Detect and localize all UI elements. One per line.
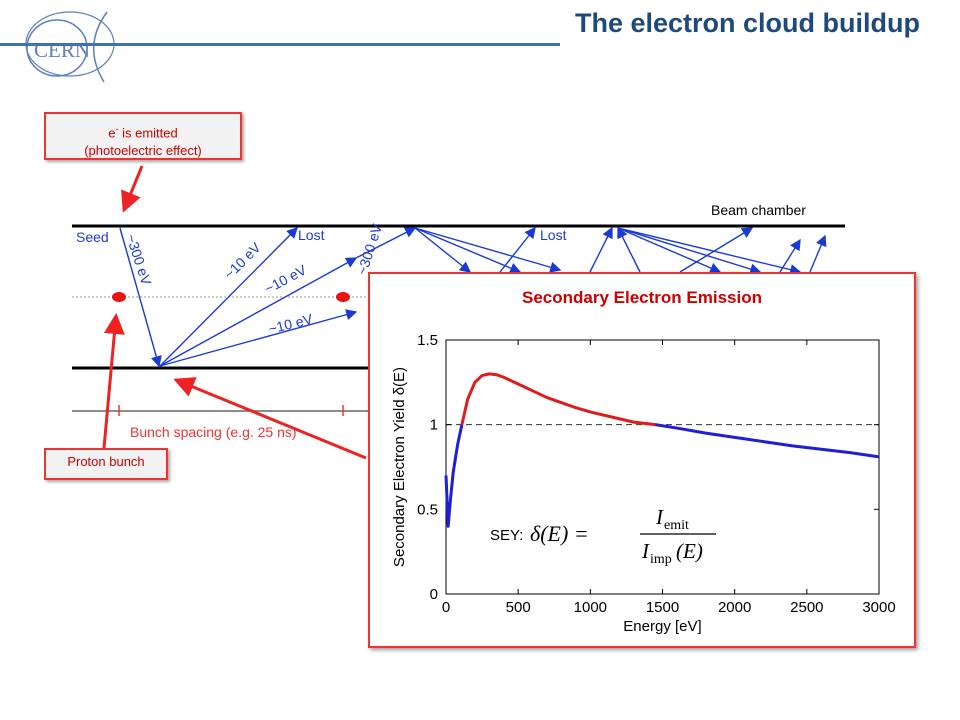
inset-title: Secondary Electron Emission: [522, 288, 762, 307]
trajectory-10: [617, 226, 641, 273]
proton-bunch-2: [336, 292, 350, 302]
x-tick-label-2: 1000: [574, 599, 607, 616]
arrow-to-seed: [121, 165, 144, 213]
trajectory-3: [159, 309, 358, 367]
x-tick-label-6: 3000: [862, 599, 895, 616]
bunch-spacing-label: Bunch spacing (e.g. 25 ns): [130, 424, 297, 440]
y-tick-label-0: 0: [430, 586, 438, 603]
title-background: [560, 2, 960, 56]
cern-logo-text: CERN: [34, 38, 90, 62]
formula-numerator-sub: emit: [664, 518, 689, 533]
energy-10-label-1: ~10 eV: [221, 239, 264, 282]
trajectory-15: [779, 238, 801, 273]
y-tick-label-2: 1: [430, 417, 438, 434]
sey-series-1: [460, 372, 656, 427]
x-tick-label-5: 2500: [790, 599, 823, 616]
energy-300-label-1: ~300 eV: [123, 232, 155, 288]
sey-label: SEY:: [490, 527, 523, 544]
header-rule: [0, 43, 960, 46]
trajectory-7: [414, 227, 562, 273]
trajectory-14: [679, 227, 754, 273]
cern-logo: CERN: [25, 11, 115, 83]
proton-bunch-1: [112, 292, 126, 302]
trajectory-11: [617, 227, 722, 274]
emitted-callout: e- is emitted (photoelectric effect): [44, 112, 242, 160]
page-title: The electron cloud buildup: [574, 8, 920, 38]
formula-denominator-arg: (E): [676, 539, 703, 563]
sey-series-0: [444, 424, 464, 528]
trajectory-5: [414, 227, 472, 273]
formula-numerator: I: [655, 505, 664, 529]
y-tick-label-1: 0.5: [417, 501, 438, 518]
trajectory-9: [589, 226, 613, 273]
trajectory-4: [355, 227, 417, 259]
trajectory-2: [159, 257, 358, 367]
trajectory-seed: [119, 227, 162, 368]
x-tick-label-3: 1500: [646, 599, 679, 616]
x-tick-label-0: 0: [442, 599, 450, 616]
energy-10-label-3: ~10 eV: [267, 310, 315, 337]
x-tick-label-1: 500: [506, 599, 531, 616]
trajectory-16: [809, 234, 827, 273]
arrow-to-impact: [173, 377, 367, 460]
sey-inset-panel: Secondary Electron Emission 0 500 1000 1500…: [368, 272, 916, 648]
trajectory-6: [414, 227, 522, 274]
formula-denominator: I: [641, 539, 650, 563]
formula-denominator-sub: imp: [650, 552, 672, 567]
lost-label-2: Lost: [540, 227, 567, 243]
trajectory-13: [617, 227, 802, 276]
seed-label: Seed: [76, 229, 109, 245]
trajectory-8: [499, 226, 536, 273]
energy-300-label-2: ~300 eV: [354, 221, 386, 277]
y-tick-label-3: 1.5: [417, 332, 438, 349]
y-axis-label: Secondary Electron Yield δ(E): [391, 367, 408, 567]
arrow-to-bunch: [102, 313, 125, 449]
sey-series-2: [655, 423, 880, 459]
formula-lhs: δ(E) =: [530, 521, 589, 546]
lost-label-1: Lost: [298, 227, 325, 243]
energy-10-label-2: ~10 eV: [262, 261, 310, 296]
beam-chamber-label: Beam chamber: [711, 202, 806, 218]
proton-bunch-callout: Proton bunch: [44, 448, 168, 480]
x-axis-label: Energy [eV]: [623, 618, 701, 635]
x-tick-label-4: 2000: [718, 599, 751, 616]
trajectory-12: [617, 227, 762, 275]
trajectory-lost-1: [159, 227, 298, 367]
emitted-callout-line-2: (photoelectric effect): [84, 143, 202, 159]
emitted-callout-line-1: e- is emitted: [108, 124, 178, 141]
